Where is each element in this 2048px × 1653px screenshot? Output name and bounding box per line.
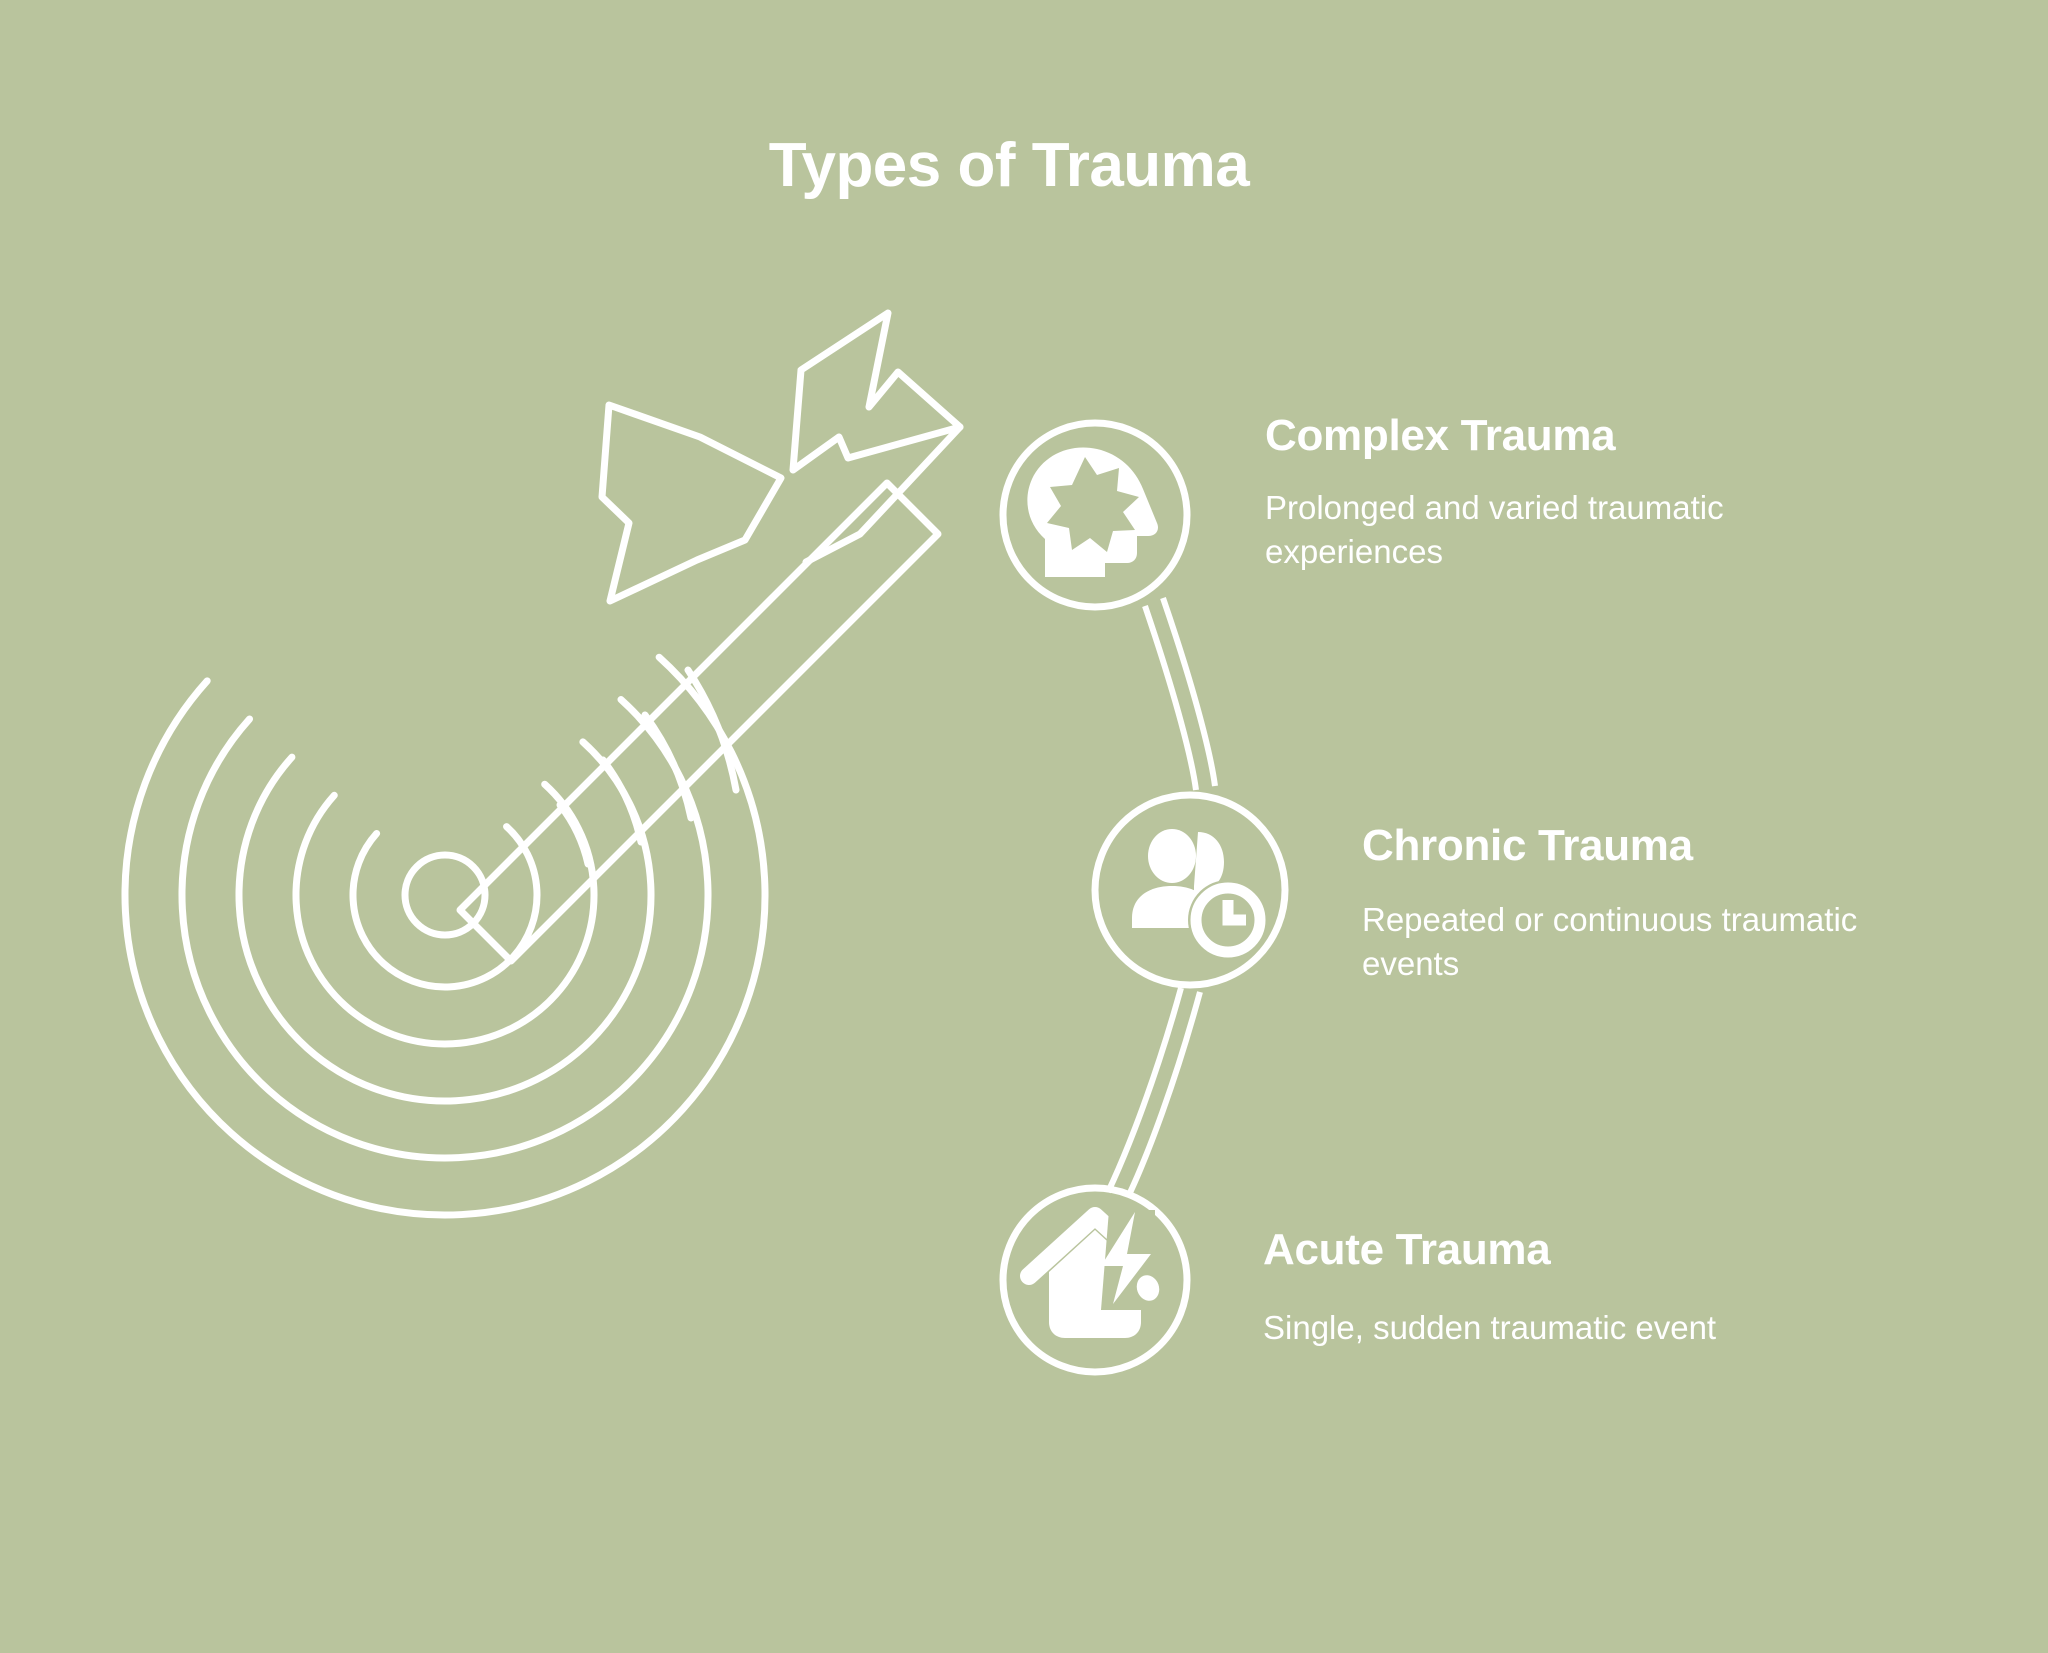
icon-circle-outline-complex	[999, 419, 1191, 611]
connector-chronic-to-acute-b	[1125, 991, 1203, 1199]
item-heading-complex-trauma: Complex Trauma	[1265, 411, 1616, 460]
item-acute-trauma: Acute Trauma Single, sudden traumatic ev…	[1263, 1226, 1883, 1350]
target-ring-3	[235, 738, 655, 1105]
target-ring-2	[292, 780, 598, 1048]
icon-label-complex: head-with-burst-icon	[0, 0, 1, 1]
target-ring-1	[349, 823, 541, 991]
connector-lines	[1105, 597, 1218, 1199]
icon-circle-outline-chronic	[1091, 791, 1289, 989]
arrow-fletching-notch	[802, 423, 964, 566]
connector-complex-to-chronic-b	[1160, 597, 1218, 787]
target-bullseye-center	[401, 851, 489, 939]
icon-label-chronic: people-with-clock-icon	[0, 0, 1, 1]
item-complex-trauma: Complex Trauma Prolonged and varied trau…	[1265, 412, 1865, 574]
arrow-fletching-lower	[598, 401, 785, 605]
item-chronic-trauma: Chronic Trauma Repeated or continuous tr…	[1362, 822, 1882, 986]
item-heading-acute-trauma: Acute Trauma	[1263, 1225, 1551, 1274]
arrow-fletching-upper	[789, 309, 964, 474]
page-title: Types of Trauma	[768, 131, 1250, 200]
item-description-chronic-trauma: Repeated or continuous traumatic events	[1362, 900, 1858, 982]
target-ring-outer-5b	[684, 666, 740, 794]
target-with-arrow-illustration	[121, 309, 964, 1219]
item-heading-chronic-trauma: Chronic Trauma	[1362, 821, 1693, 870]
icon-circle-complex-trauma	[999, 419, 1191, 611]
item-description-complex-trauma: Prolonged and varied traumatic experienc…	[1265, 488, 1724, 570]
target-ring-3b	[599, 756, 645, 846]
people-with-clock-icon	[1132, 829, 1268, 960]
target-ring-2b	[556, 801, 592, 868]
icon-label-acute: house-with-lightning-icon	[0, 0, 1, 1]
connector-complex-to-chronic-a	[1142, 605, 1199, 791]
head-with-burst-icon	[1027, 447, 1158, 577]
connector-chronic-to-acute-a	[1105, 987, 1184, 1194]
item-description-acute-trauma: Single, sudden traumatic event	[1263, 1308, 1717, 1346]
target-ring-4b	[641, 711, 695, 822]
arrow-tip	[393, 874, 460, 941]
target-ring-outer-5	[121, 653, 769, 1219]
house-with-lightning-icon	[1020, 1207, 1160, 1338]
icon-circle-chronic-trauma	[1091, 791, 1289, 989]
icon-circle-acute-trauma	[999, 1184, 1191, 1376]
illustration-label: target-with-arrow	[0, 0, 1, 1]
arrow-shaft	[456, 479, 942, 965]
icon-circle-outline-acute	[999, 1184, 1191, 1376]
target-ring-4	[178, 696, 712, 1162]
